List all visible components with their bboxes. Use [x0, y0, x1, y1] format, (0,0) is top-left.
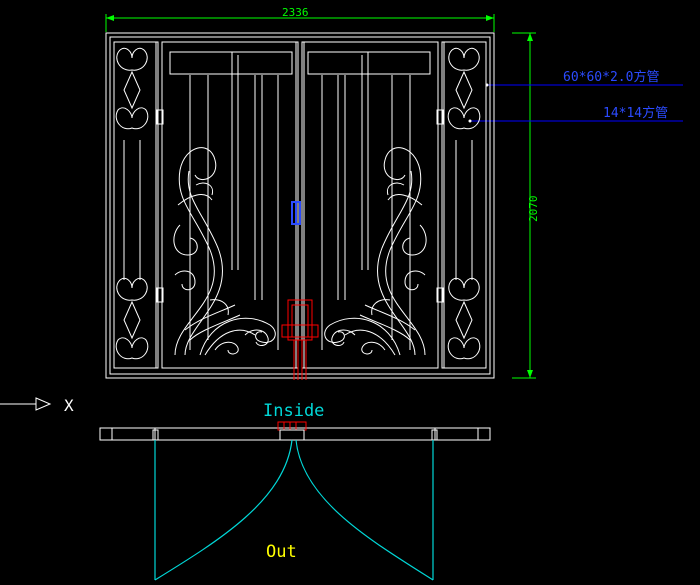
- bar-tube-callout: 14*14方管: [468, 105, 683, 123]
- axis-label: X: [64, 396, 74, 415]
- left-leaf-scrollwork: [173, 54, 279, 356]
- frame-tube-callout-label: 60*60*2.0方管: [563, 69, 659, 85]
- inside-label: Inside: [263, 401, 324, 421]
- left-panel-ornament: [115, 47, 149, 360]
- height-dimension: 2070: [512, 32, 540, 379]
- left-side-panel: [113, 41, 159, 369]
- width-dimension: 2336: [105, 6, 495, 32]
- width-dimension-label: 2336: [282, 6, 309, 19]
- hinges: [156, 109, 444, 303]
- bar-tube-callout-label: 14*14方管: [603, 105, 668, 121]
- door-swing-arcs: [154, 439, 434, 581]
- outside-label: Out: [266, 542, 297, 562]
- frame-tube-callout: 60*60*2.0方管: [485, 69, 683, 87]
- lock-latch: [281, 299, 319, 380]
- plan-lock: [277, 421, 307, 431]
- handle-marker: [291, 201, 301, 225]
- right-side-panel: [441, 41, 487, 369]
- left-door-leaf: [161, 41, 299, 369]
- window-elevation: [105, 32, 495, 379]
- right-door-leaf: [301, 41, 439, 369]
- right-panel-ornament: [447, 47, 481, 360]
- height-dimension-label: 2070: [527, 196, 540, 223]
- outer-frame: [105, 32, 495, 379]
- axis-indicator: X: [0, 396, 74, 415]
- right-leaf-scrollwork: [321, 54, 427, 356]
- plan-view: Inside Out: [99, 401, 491, 581]
